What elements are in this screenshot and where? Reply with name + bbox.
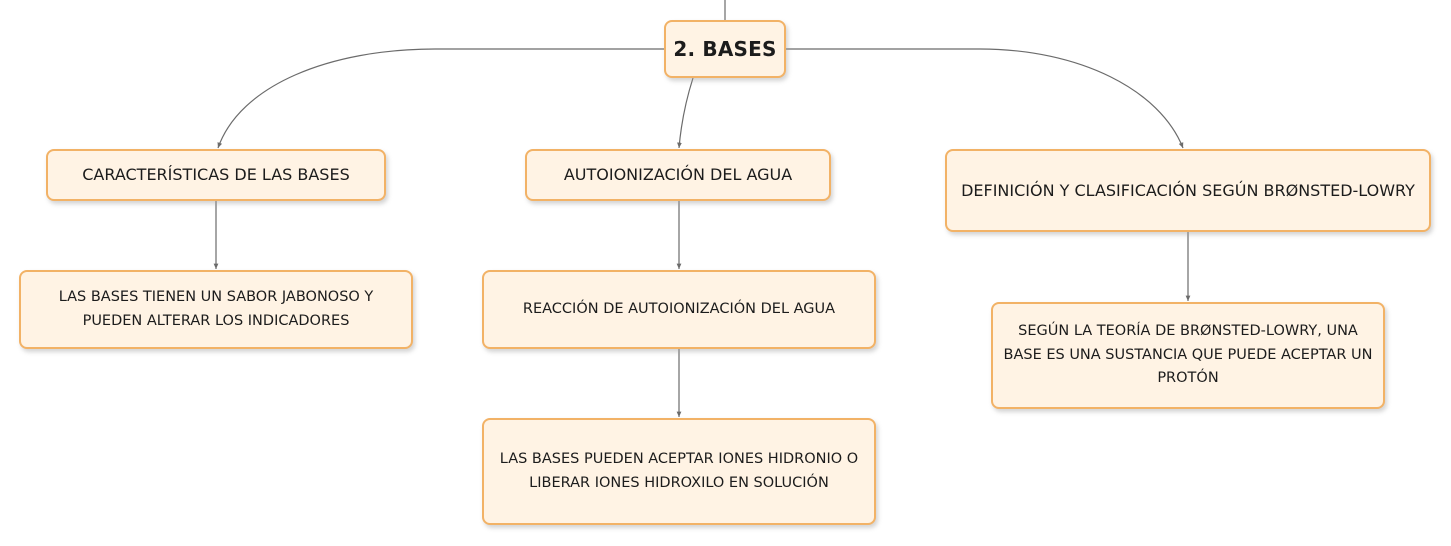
topic-label: CARACTERÍSTICAS DE LAS BASES	[82, 165, 350, 184]
subtopic-label: LAS BASES PUEDEN ACEPTAR IONES HIDRONIO …	[499, 451, 859, 491]
topic-autoionizacion-del-agua[interactable]: AUTOIONIZACIÓN DEL AGUA	[525, 149, 831, 201]
topic-caracteristicas-de-las-bases[interactable]: CARACTERÍSTICAS DE LAS BASES	[46, 149, 386, 201]
subtopic-sabor-jabonoso[interactable]: LAS BASES TIENEN UN SABOR JABONOSO Y PUE…	[19, 270, 413, 349]
topic-definicion-bronsted-lowry[interactable]: DEFINICIÓN Y CLASIFICACIÓN SEGÚN BRØNSTE…	[945, 149, 1431, 232]
topic-label: AUTOIONIZACIÓN DEL AGUA	[563, 165, 793, 184]
subtopic-label: REACCIÓN DE AUTOIONIZACIÓN DEL AGUA	[522, 300, 836, 317]
subtopic-teoria-bronsted-lowry[interactable]: SEGÚN LA TEORÍA DE BRØNSTED-LOWRY, UNA B…	[991, 302, 1385, 409]
subtopic-label: SEGÚN LA TEORÍA DE BRØNSTED-LOWRY, UNA B…	[1003, 323, 1373, 387]
subtopic-iones-hidronio-hidroxilo[interactable]: LAS BASES PUEDEN ACEPTAR IONES HIDRONIO …	[482, 418, 876, 525]
connector-root-definicion	[786, 48, 1184, 149]
root-node-bases[interactable]: 2. BASES	[664, 20, 786, 78]
connector-root-autoionizacion	[677, 77, 694, 149]
root-node-label: 2. BASES	[673, 37, 777, 61]
subtopic-reaccion-autoionizacion[interactable]: REACCIÓN DE AUTOIONIZACIÓN DEL AGUA	[482, 270, 876, 349]
connector-root-caracteristicas	[217, 48, 664, 149]
subtopic-label: LAS BASES TIENEN UN SABOR JABONOSO Y PUE…	[58, 289, 374, 329]
topic-label: DEFINICIÓN Y CLASIFICACIÓN SEGÚN BRØNSTE…	[961, 180, 1415, 200]
